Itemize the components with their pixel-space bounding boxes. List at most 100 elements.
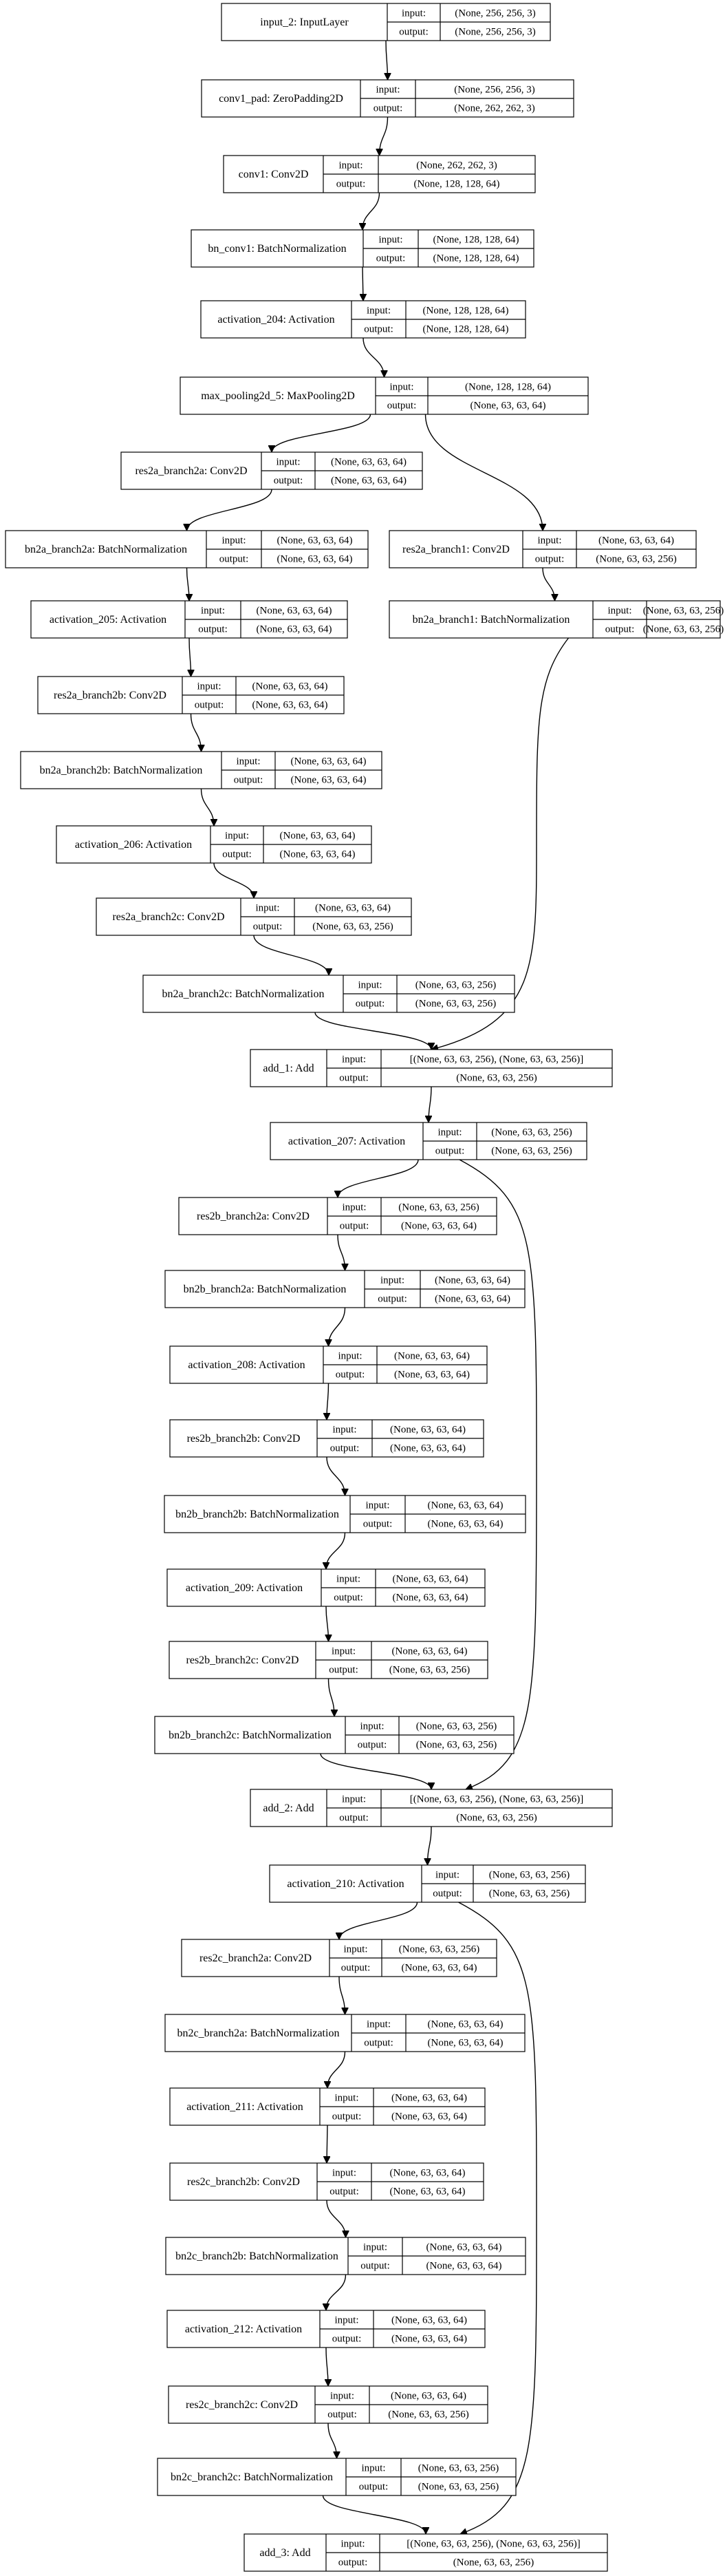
layer-label: bn2a_branch2c: BatchNormalization [162,988,325,1000]
output-shape: (None, 63, 63, 64) [390,2186,466,2197]
output-label: output: [332,2111,362,2122]
input-shape: (None, 63, 63, 256) [491,1127,572,1138]
layer-node-bn2b-branch2a: bn2b_branch2a: BatchNormalizationinput:o… [164,1270,526,1308]
layer-label: res2a_branch2a: Conv2D [135,465,247,477]
output-label: output: [387,401,417,412]
input-shape: (None, 128, 128, 64) [465,382,551,393]
output-label: output: [535,554,565,565]
output-label: output: [222,849,252,860]
layer-node-res2a-branch2c: res2a_branch2c: Conv2Dinput:output:(None… [96,897,412,936]
layer-label: bn2c_branch2a: BatchNormalization [177,2027,340,2039]
edge-activation-208-to-res2b-branch2b [327,1383,329,1420]
layer-label: activation_209: Activation [186,1582,303,1594]
input-label: input: [225,831,249,842]
input-label: input: [361,2463,385,2474]
output-label: output: [605,624,635,635]
edge-activation-207-to-res2b-branch2a [338,1159,419,1198]
input-shape: (None, 63, 63, 64) [435,1275,510,1286]
input-label: input: [338,160,362,171]
input-label: input: [342,1794,366,1805]
edge-activation-212-to-res2c-branch2c [326,2347,328,2386]
output-label: output: [359,2482,389,2493]
layer-label: bn_conv1: BatchNormalization [208,243,346,255]
input-label: input: [380,1275,404,1286]
input-shape: (None, 63, 63, 256) [416,1721,497,1732]
output-shape: (None, 63, 63, 64) [394,1370,470,1381]
output-label: output: [338,2557,368,2568]
layer-node-bn2a-branch1: bn2a_branch1: BatchNormalizationinput:ou… [389,600,724,639]
layer-node-res2a-branch2b: res2a_branch2b: Conv2Dinput:output:(None… [37,676,345,714]
layer-node-bn2a-branch2c: bn2a_branch2c: BatchNormalizationinput:o… [142,975,515,1013]
input-label: input: [332,1646,356,1657]
layer-label: res2a_branch1: Conv2D [402,544,510,555]
input-label: input: [365,1500,389,1511]
layer-node-res2c-branch2a: res2c_branch2a: Conv2Dinput:output:(None… [181,1939,497,1977]
layer-label: res2a_branch2c: Conv2D [112,911,224,923]
input-shape: (None, 63, 63, 64) [426,2242,502,2253]
output-label: output: [327,2409,357,2420]
input-label: input: [363,2242,387,2253]
input-shape: (None, 63, 63, 64) [391,2391,466,2402]
output-label: output: [234,775,263,786]
input-shape: (None, 63, 63, 64) [280,831,356,842]
layer-label: res2c_branch2a: Conv2D [199,1952,312,1964]
edge-res2a-branch1-to-bn2a-branch1 [542,567,555,601]
input-label: input: [330,2391,354,2402]
layer-label: bn2a_branch2b: BatchNormalization [40,765,203,776]
input-label: input: [537,535,561,546]
layer-label: res2b_branch2c: Conv2D [186,1654,299,1666]
output-shape: (None, 63, 63, 256) [389,1665,470,1676]
input-shape: (None, 63, 63, 64) [291,756,367,767]
edge-res2a-branch2b-to-bn2a-branch2b [190,713,202,752]
layer-node-activation-209: activation_209: Activationinput:output:(… [166,1568,486,1607]
output-label: output: [198,624,228,635]
layer-label: bn2b_branch2b: BatchNormalization [175,1509,339,1520]
layer-node-res2c-branch2c: res2c_branch2c: Conv2Dinput:output:(None… [168,2385,488,2424]
layer-node-bn2a-branch2a: bn2a_branch2a: BatchNormalizationinput:o… [5,530,369,568]
output-shape: (None, 63, 63, 64) [291,775,367,786]
edge-res2a-branch2a-to-bn2a-branch2a [187,489,272,531]
input-shape: (None, 63, 63, 64) [390,2168,466,2179]
input-label: input: [376,85,400,96]
output-shape: (None, 63, 63, 64) [252,700,328,711]
input-shape: (None, 63, 63, 64) [428,2019,504,2030]
edge-input-2-to-conv1-pad [386,40,388,80]
edge-max-pooling2d-5-to-res2a-branch1 [424,414,543,531]
input-label: input: [342,1202,366,1213]
output-label: output: [219,554,249,565]
input-shape: (None, 63, 63, 64) [598,535,674,546]
output-label: output: [364,324,393,335]
layer-node-activation-205: activation_205: Activationinput:output:(… [30,600,348,639]
layer-label: activation_212: Activation [185,2323,302,2335]
layer-label: conv1: Conv2D [239,169,309,180]
output-shape: (None, 63, 63, 64) [331,476,407,487]
edge-res2b-branch2a-to-bn2b-branch2a [337,1234,345,1270]
output-shape: (None, 63, 63, 64) [393,1593,468,1604]
output-label: output: [339,1073,369,1084]
output-shape: (None, 128, 128, 64) [423,324,509,335]
layer-label: res2b_branch2b: Conv2D [187,1433,301,1445]
output-shape: (None, 63, 63, 64) [401,1221,477,1232]
output-label: output: [336,179,366,190]
output-label: output: [195,700,224,711]
layer-label: bn2c_branch2b: BatchNormalization [175,2250,338,2262]
output-shape: (None, 63, 63, 256) [596,554,676,565]
output-label: output: [329,2186,359,2197]
output-shape: (None, 63, 63, 64) [402,1963,477,1974]
layer-node-bn2c-branch2b: bn2c_branch2b: BatchNormalizationinput:o… [165,2237,526,2275]
input-label: input: [358,980,382,991]
layer-node-activation-212: activation_212: Activationinput:output:(… [166,2310,486,2348]
edge-bn-conv1-to-activation-204 [362,266,363,301]
output-shape: (None, 256, 256, 3) [455,27,535,38]
input-label: input: [332,1425,356,1436]
layer-node-max-pooling2d-5: max_pooling2d_5: MaxPooling2Dinput:outpu… [180,376,589,415]
layer-node-bn2c-branch2c: bn2c_branch2c: BatchNormalizationinput:o… [157,2458,517,2496]
edge-activation-205-to-res2a-branch2b [189,637,191,677]
edge-bn2c-branch2a-to-activation-211 [327,2051,346,2088]
input-shape: (None, 63, 63, 64) [390,1425,466,1436]
output-shape: (None, 63, 63, 256) [388,2409,468,2420]
edge-bn2a-branch2a-to-activation-205 [187,567,190,601]
layer-label: activation_206: Activation [75,839,192,851]
edge-activation-209-to-res2b-branch2c [326,1606,329,1641]
